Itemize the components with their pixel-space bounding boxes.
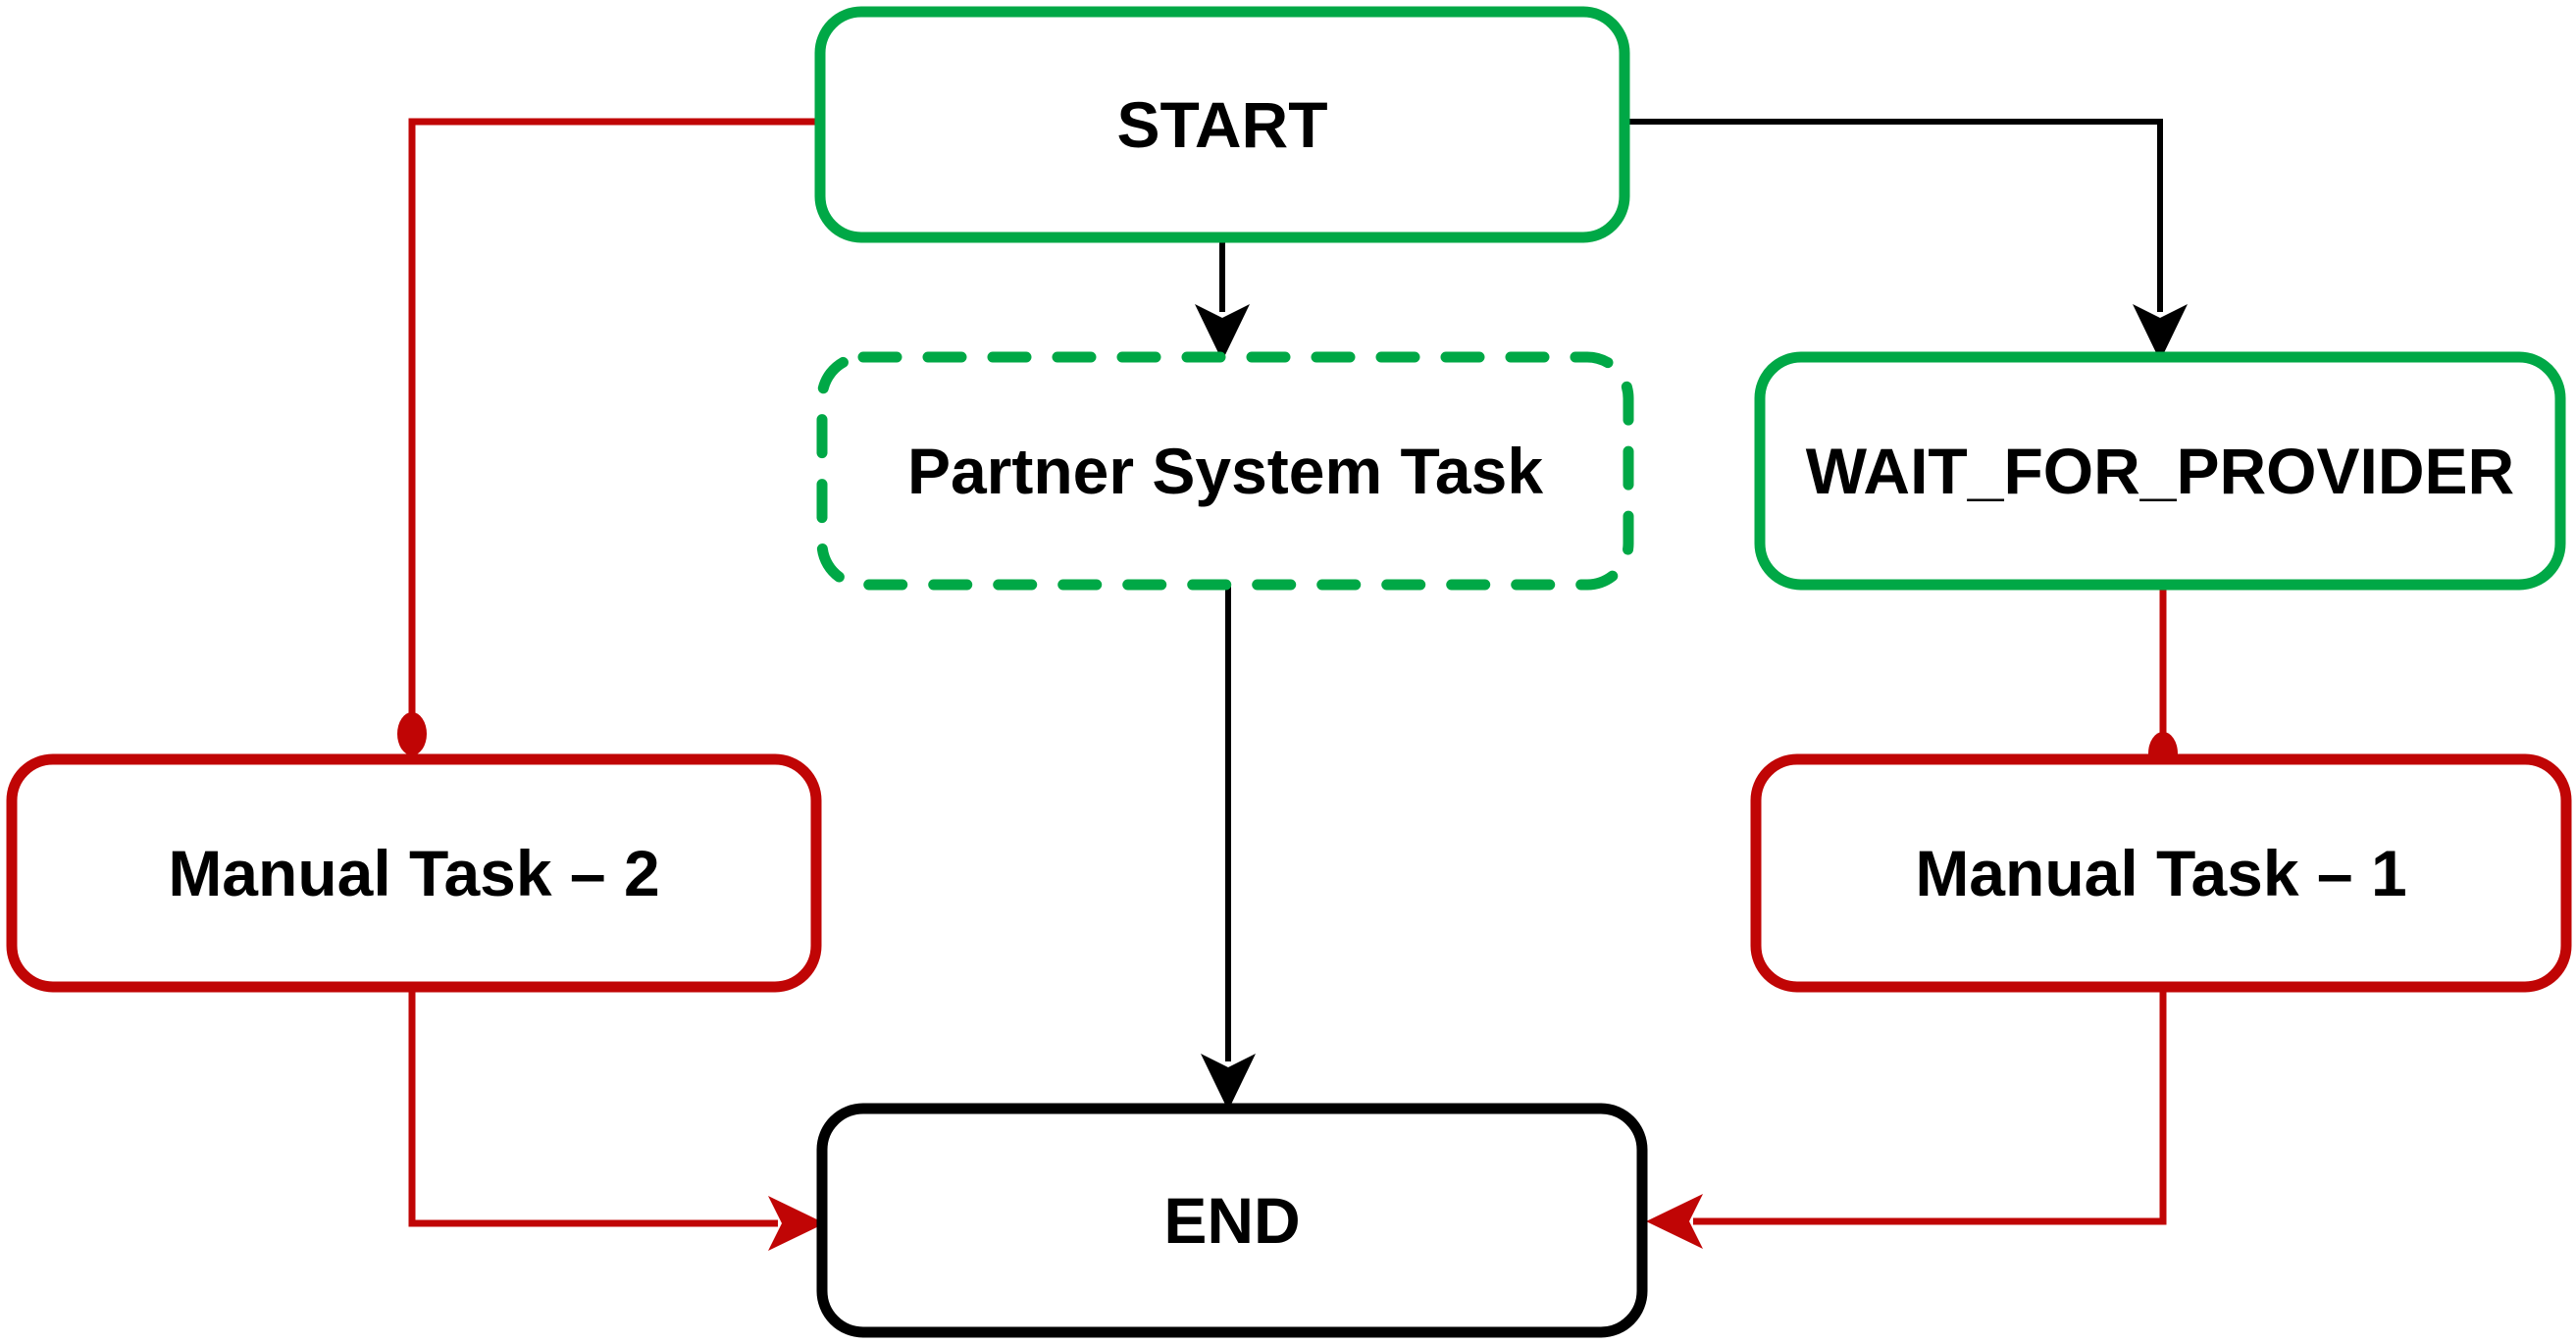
arrowhead-right-icon: [768, 1196, 825, 1251]
arrowhead-left-icon: [1646, 1194, 1703, 1249]
node-end[interactable]: END: [816, 1103, 1648, 1338]
edge-line: [408, 987, 778, 1227]
dot-terminator-icon: [397, 712, 427, 755]
edge-start-to-partner-system-task: [1195, 237, 1250, 361]
node-start-label: START: [1116, 88, 1327, 161]
edge-partner-system-task-to-end: [1201, 585, 1256, 1111]
arrowhead-down-icon: [1195, 304, 1250, 361]
edge-line: [1624, 119, 2163, 312]
node-wait-for-provider-label: WAIT_FOR_PROVIDER: [1806, 435, 2514, 507]
edge-line: [408, 118, 822, 757]
arrowhead-down-icon: [2133, 304, 2188, 361]
node-start-box[interactable]: [814, 6, 1630, 243]
node-manual-task-1-box[interactable]: [1750, 753, 2572, 993]
edge-manual-task-2-to-end: [408, 987, 825, 1251]
node-partner-system-task-box[interactable]: [816, 351, 1634, 591]
node-manual-task-2[interactable]: Manual Task – 2: [6, 753, 822, 993]
node-partner-system-task-label: Partner System Task: [907, 435, 1543, 507]
node-end-box[interactable]: [816, 1103, 1648, 1338]
node-manual-task-2-label: Manual Task – 2: [168, 837, 659, 909]
node-wait-for-provider[interactable]: WAIT_FOR_PROVIDER: [1754, 351, 2566, 591]
edge-line: [1693, 987, 2167, 1225]
node-wait-for-provider-box[interactable]: [1754, 351, 2566, 591]
node-manual-task-1-label: Manual Task – 1: [1915, 837, 2406, 909]
node-manual-task-2-box[interactable]: [6, 753, 822, 993]
edge-wait-for-provider-to-manual-task-1: [2148, 585, 2178, 775]
arrowhead-down-icon: [1201, 1054, 1256, 1111]
node-manual-task-1[interactable]: Manual Task – 1: [1750, 753, 2572, 993]
edge-manual-task-1-to-end: [1646, 987, 2167, 1249]
node-start[interactable]: START: [814, 6, 1630, 243]
node-end-label: END: [1163, 1184, 1300, 1257]
node-partner-system-task[interactable]: Partner System Task: [816, 351, 1634, 591]
edge-start-to-manual-task-2: [397, 118, 822, 757]
edge-start-to-wait-for-provider: [1624, 119, 2188, 361]
